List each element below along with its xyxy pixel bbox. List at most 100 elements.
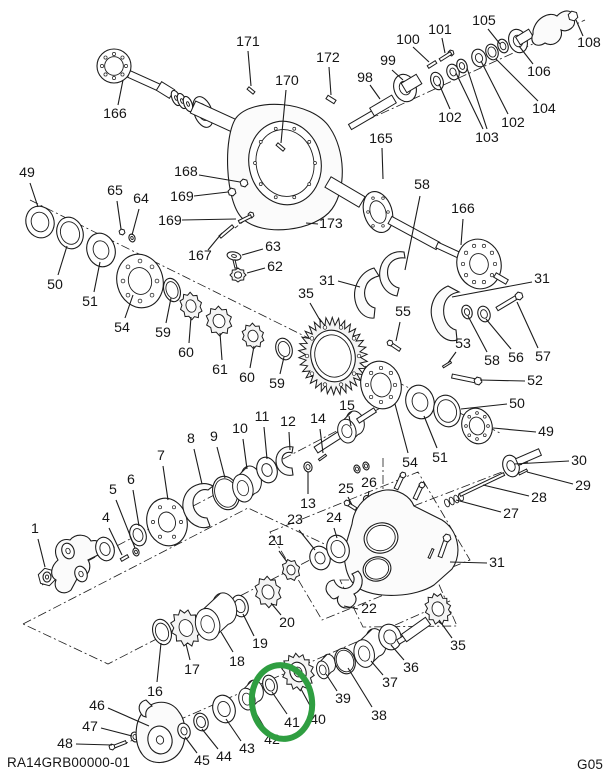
leader-8: [193, 448, 203, 485]
callout-4: 4: [102, 510, 110, 526]
callout-35-2: 35: [450, 638, 466, 654]
part: [254, 575, 282, 609]
part: [246, 86, 256, 95]
callout-35: 35: [298, 286, 314, 302]
page-code: G05: [577, 757, 604, 772]
leader-16: [156, 642, 162, 683]
part: [386, 339, 394, 347]
leader-63: [241, 248, 264, 256]
leader-17: [185, 643, 191, 661]
part: [155, 81, 176, 99]
part: [275, 337, 293, 361]
leader-35-2: [438, 619, 453, 639]
part: [369, 94, 397, 117]
diff-case-half: [116, 253, 164, 309]
part: [355, 407, 378, 424]
leader-62: [246, 267, 266, 274]
leader-166: [117, 79, 124, 106]
leader-60: [188, 316, 192, 344]
part: [119, 554, 130, 562]
leader-10: [242, 438, 248, 470]
part: [316, 653, 336, 680]
leader-35: [309, 302, 322, 323]
leader-99: [391, 69, 404, 81]
callout-40: 40: [310, 712, 326, 728]
part: [275, 142, 286, 152]
part: [517, 468, 529, 476]
callout-64: 64: [133, 191, 149, 207]
callout-21: 21: [268, 533, 284, 549]
hub-flange: [456, 238, 502, 290]
part: [363, 522, 399, 554]
part: [405, 384, 435, 420]
leader-11: [263, 426, 268, 460]
part: [326, 534, 350, 564]
leader-171: [247, 50, 252, 87]
callout-51-2: 51: [432, 450, 448, 466]
leader-24: [333, 527, 338, 539]
leader-101: [441, 37, 446, 54]
part: [147, 725, 173, 755]
leader-165: [381, 147, 384, 180]
leader-36: [390, 644, 405, 661]
part: [493, 272, 509, 285]
part: [151, 618, 173, 646]
callout-55: 55: [395, 304, 411, 320]
highlight-circle-part-41: [248, 662, 316, 742]
bearing-cap: [430, 285, 461, 342]
leader-12: [288, 431, 291, 451]
part: [177, 722, 191, 740]
callout-25: 25: [338, 481, 354, 497]
leader-54-2: [394, 403, 409, 454]
leader-61: [219, 332, 223, 361]
leader-57: [516, 301, 539, 349]
parts-layer: [25, 10, 579, 764]
part: [232, 259, 238, 269]
leader-28: [482, 484, 530, 497]
callout-5: 5: [109, 482, 117, 498]
shift-unit: [514, 448, 543, 466]
callout-172: 172: [316, 50, 340, 66]
part: [118, 228, 126, 236]
leader-168: [198, 174, 241, 183]
callout-labels: 1711701661729899100101105106108104102103…: [19, 13, 601, 769]
callout-169: 169: [170, 189, 194, 205]
part: [337, 410, 365, 444]
part: [309, 545, 331, 571]
leader-51: [93, 261, 101, 293]
leader-44: [201, 728, 219, 750]
part: [497, 38, 509, 54]
callout-8: 8: [187, 431, 195, 447]
leader-45: [184, 736, 198, 754]
leader-31-3: [449, 561, 488, 564]
callout-28: 28: [531, 490, 547, 506]
callout-44: 44: [216, 749, 232, 765]
callout-7: 7: [157, 448, 165, 464]
leader-20: [270, 602, 282, 616]
bearing-cap: [354, 267, 380, 319]
leader-53: [447, 351, 457, 364]
part: [25, 205, 55, 239]
callout-14: 14: [310, 411, 326, 427]
part: [495, 294, 519, 312]
callout-31-2: 31: [534, 271, 550, 287]
axis-line: [114, 599, 453, 749]
part: [256, 456, 278, 484]
part: [364, 365, 398, 405]
callout-50-2: 50: [509, 396, 525, 412]
part: [182, 95, 194, 113]
callout-43: 43: [239, 741, 255, 757]
callout-61: 61: [212, 362, 228, 378]
callout-108: 108: [577, 35, 601, 51]
callout-59: 59: [155, 325, 171, 341]
leader-19: [242, 613, 255, 637]
leader-52: [479, 379, 526, 382]
callout-49: 49: [19, 165, 35, 181]
part: [281, 558, 301, 582]
part: [205, 305, 233, 337]
callout-12: 12: [280, 414, 296, 430]
callout-6: 6: [127, 472, 135, 488]
callout-170: 170: [275, 73, 299, 89]
annotation-layer: [248, 662, 316, 742]
